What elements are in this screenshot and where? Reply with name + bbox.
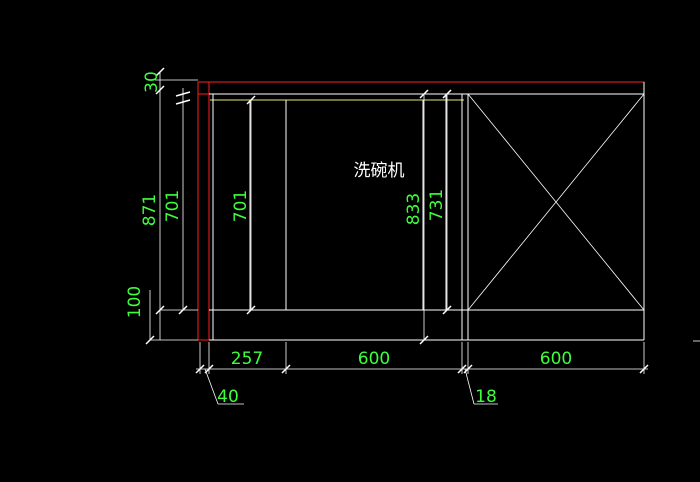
- dim-plinth: 100: [125, 286, 145, 318]
- dim-left-height: 701: [163, 190, 183, 222]
- dim-width-600-b: 600: [540, 349, 572, 369]
- tick-marks: [145, 67, 452, 345]
- appliance-label: 洗碗机: [354, 161, 405, 181]
- countertop-rect: [197, 81, 645, 95]
- dim-top-gap: 30: [142, 71, 162, 93]
- dim-right-height: 731: [427, 189, 447, 221]
- vertical-dimension-lines: [149, 72, 448, 341]
- dim-width-600-a: 600: [358, 349, 390, 369]
- dim-overall-height: 871: [140, 194, 160, 226]
- empty-cabinet-cross: [467, 93, 645, 311]
- left-side-panel-rect: [197, 81, 210, 341]
- dim-width-18: 18: [475, 387, 497, 407]
- dim-door-height: 833: [404, 193, 424, 225]
- dim-inner-height: 701: [231, 190, 251, 222]
- cabinet-lines: [209, 82, 645, 341]
- dim-width-40: 40: [217, 387, 239, 407]
- horizontal-dimension-line: [196, 342, 648, 405]
- dim-width-257: 257: [231, 349, 263, 369]
- horizontal-tick-marks: [195, 364, 649, 374]
